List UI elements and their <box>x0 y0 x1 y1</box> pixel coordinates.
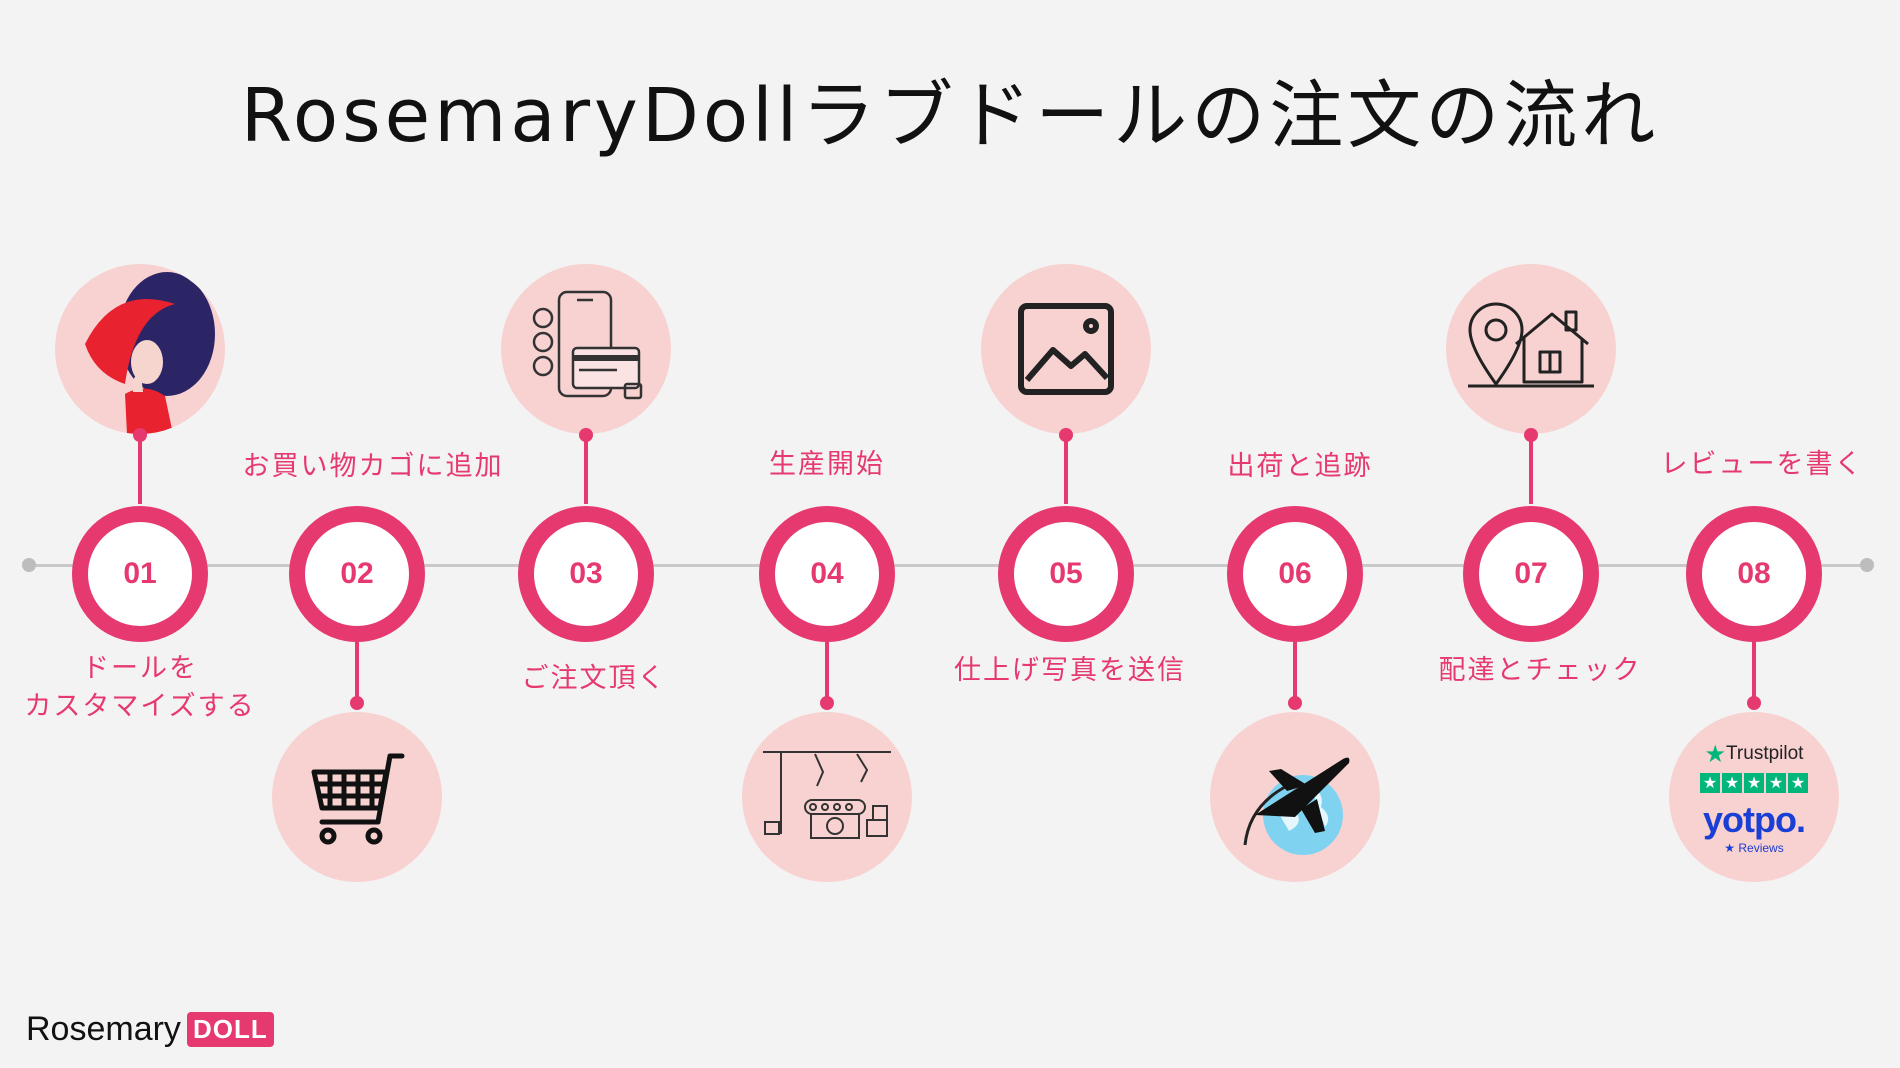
step-01-label: ドールを カスタマイズする <box>10 650 270 726</box>
step-05-label-line-1: 仕上げ写真を送信 <box>954 655 1186 686</box>
step-07-stem-dot <box>1524 428 1538 442</box>
step-03-stem <box>584 432 588 504</box>
step-05-node: 05 <box>998 506 1134 642</box>
step-02-stem-dot <box>350 696 364 710</box>
step-04-node: 04 <box>759 506 895 642</box>
step-03-label: ご注文頂く <box>484 660 704 698</box>
brand-name: Rosemary <box>26 1010 181 1048</box>
step-05-icon <box>981 264 1151 434</box>
timeline-line <box>28 564 1866 567</box>
step-04-label: 生産開始 <box>717 446 937 484</box>
step-01-label-line-2: カスタマイズする <box>24 691 256 722</box>
trustpilot-logo: ★ Trustpilot <box>1705 740 1804 769</box>
step-06-label-line-1: 出荷と追跡 <box>1227 451 1373 482</box>
step-03-icon <box>501 264 671 434</box>
step-06-stem-dot <box>1288 696 1302 710</box>
step-07-label-line-1: 配達とチェック <box>1438 655 1642 686</box>
step-07-node: 07 <box>1463 506 1599 642</box>
step-02-stem <box>355 640 359 700</box>
timeline-end-dot <box>1860 558 1874 572</box>
step-04-icon <box>742 712 912 882</box>
step-07-label: 配達とチェック <box>1400 652 1680 690</box>
step-01-icon <box>55 264 225 434</box>
step-01-label-line-1: ドールを <box>82 653 198 684</box>
step-05-label: 仕上げ写真を送信 <box>930 652 1210 690</box>
star-icon: ★ <box>1700 772 1720 793</box>
shopping-cart-icon <box>311 753 405 845</box>
star-icon: ★ <box>1788 772 1808 793</box>
step-01-node: 01 <box>72 506 208 642</box>
step-01-stem-dot <box>133 428 147 442</box>
yotpo-logo: yotpo. <box>1703 798 1806 840</box>
step-05-stem <box>1064 432 1068 504</box>
step-08-icon: ★ Trustpilot ★ ★ ★ ★ ★ yotpo. ★ Reviews <box>1669 712 1839 882</box>
timeline-start-dot <box>22 558 36 572</box>
step-05-stem-dot <box>1059 428 1073 442</box>
brand-badge: DOLL <box>186 1012 274 1047</box>
review-logos-icon: ★ Trustpilot ★ ★ ★ ★ ★ yotpo. ★ Reviews <box>1699 740 1809 855</box>
location-house-icon <box>1468 302 1594 388</box>
yotpo-sub-label: Reviews <box>1738 840 1784 855</box>
step-08-label: レビューを書く <box>1642 446 1882 484</box>
yotpo-reviews-text: ★ Reviews <box>1724 841 1783 855</box>
star-icon: ★ <box>1722 772 1742 793</box>
page-title: RosemaryDollラブドールの注文の流れ <box>240 73 1660 159</box>
step-03-label-line-1: ご注文頂く <box>521 663 667 694</box>
doll-woman-icon <box>85 272 215 434</box>
step-03-stem-dot <box>579 428 593 442</box>
image-photo-icon <box>1018 303 1114 395</box>
step-08-stem-dot <box>1747 696 1761 710</box>
step-02-node: 02 <box>289 506 425 642</box>
phone-payment-icon <box>532 290 643 400</box>
factory-robot-icon <box>763 751 891 839</box>
star-icon: ★ <box>1766 772 1786 793</box>
step-02-label-line-1: お買い物カゴに追加 <box>242 451 504 482</box>
step-06-icon <box>1210 712 1380 882</box>
step-02-label: お買い物カゴに追加 <box>223 448 523 486</box>
step-07-icon <box>1446 264 1616 434</box>
step-06-node: 06 <box>1227 506 1363 642</box>
step-08-label-line-1: レビューを書く <box>1660 449 1864 480</box>
airplane-globe-icon <box>1243 757 1350 855</box>
trustpilot-stars: ★ ★ ★ ★ ★ <box>1699 772 1809 793</box>
trustpilot-star-icon: ★ <box>1704 740 1727 768</box>
step-07-stem <box>1529 432 1533 504</box>
yotpo-star-icon: ★ <box>1724 840 1739 855</box>
step-06-label: 出荷と追跡 <box>1180 448 1420 486</box>
step-01-stem <box>138 432 142 504</box>
step-02-icon <box>272 712 442 882</box>
step-08-node: 08 <box>1686 506 1822 642</box>
step-04-stem-dot <box>820 696 834 710</box>
step-08-stem <box>1752 640 1756 700</box>
star-icon: ★ <box>1744 772 1764 793</box>
step-03-node: 03 <box>518 506 654 642</box>
step-04-label-line-1: 生産開始 <box>769 449 885 480</box>
step-04-stem <box>825 640 829 700</box>
step-06-stem <box>1293 640 1297 700</box>
brand-logo: Rosemary DOLL <box>26 1010 274 1049</box>
trustpilot-text: Trustpilot <box>1726 743 1804 764</box>
